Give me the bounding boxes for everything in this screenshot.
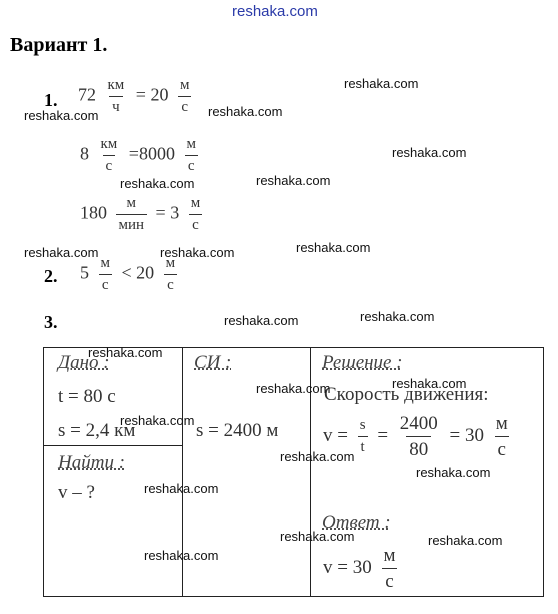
si-header: СИ : — [194, 352, 232, 373]
problem-number: 3. — [44, 312, 58, 332]
watermark: reshaka.com — [88, 345, 163, 360]
given-time: t = 80 с — [58, 386, 116, 407]
solution-table: Дано : t = 80 с s = 2,4 км Найти : v – ?… — [43, 347, 544, 597]
watermark: reshaka.com — [120, 413, 195, 428]
watermark: reshaka.com — [344, 76, 419, 91]
si-distance: s = 2400 м — [196, 420, 279, 441]
problem-number: 2. — [44, 266, 58, 286]
watermark-top: reshaka.com — [232, 3, 318, 20]
problem-number: 1. — [44, 90, 58, 110]
watermark: reshaka.com — [144, 548, 219, 563]
watermark: reshaka.com — [24, 245, 99, 260]
watermark: reshaka.com — [256, 381, 331, 396]
watermark: reshaka.com — [280, 449, 355, 464]
watermark: reshaka.com — [24, 108, 99, 123]
watermark: reshaka.com — [392, 376, 467, 391]
page-title: Вариант 1. — [10, 34, 108, 56]
watermark: reshaka.com — [144, 481, 219, 496]
watermark: reshaka.com — [256, 173, 331, 188]
answer-header: Ответ : — [322, 512, 391, 533]
watermark: reshaka.com — [120, 176, 195, 191]
watermark: reshaka.com — [160, 245, 235, 260]
solution-header: Решение : — [322, 352, 403, 373]
watermark: reshaka.com — [416, 465, 491, 480]
watermark: reshaka.com — [224, 313, 299, 328]
find-value: v – ? — [58, 482, 95, 503]
watermark: reshaka.com — [360, 309, 435, 324]
watermark: reshaka.com — [428, 533, 503, 548]
given-distance: s = 2,4 км — [58, 420, 136, 441]
watermark: reshaka.com — [392, 145, 467, 160]
given-header: Дано : — [58, 352, 110, 373]
solution-text: Скорость движения: — [324, 384, 489, 405]
watermark: reshaka.com — [208, 104, 283, 119]
watermark: reshaka.com — [280, 529, 355, 544]
find-header: Найти : — [58, 452, 126, 473]
watermark: reshaka.com — [296, 240, 371, 255]
